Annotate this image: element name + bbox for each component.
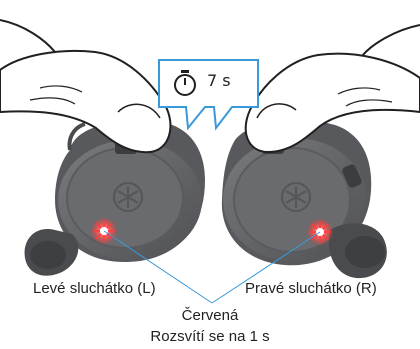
right-earbud (222, 120, 387, 278)
led-color-label: Červená (0, 307, 420, 325)
led-duration-label: Rozsvítí se na 1 s (0, 328, 420, 346)
left-earbud-label: Levé sluchátko (L) (33, 280, 156, 298)
timer-duration: 7 s (207, 72, 231, 90)
left-earbud (25, 121, 205, 276)
right-earbud-label: Pravé sluchátko (R) (245, 280, 377, 298)
